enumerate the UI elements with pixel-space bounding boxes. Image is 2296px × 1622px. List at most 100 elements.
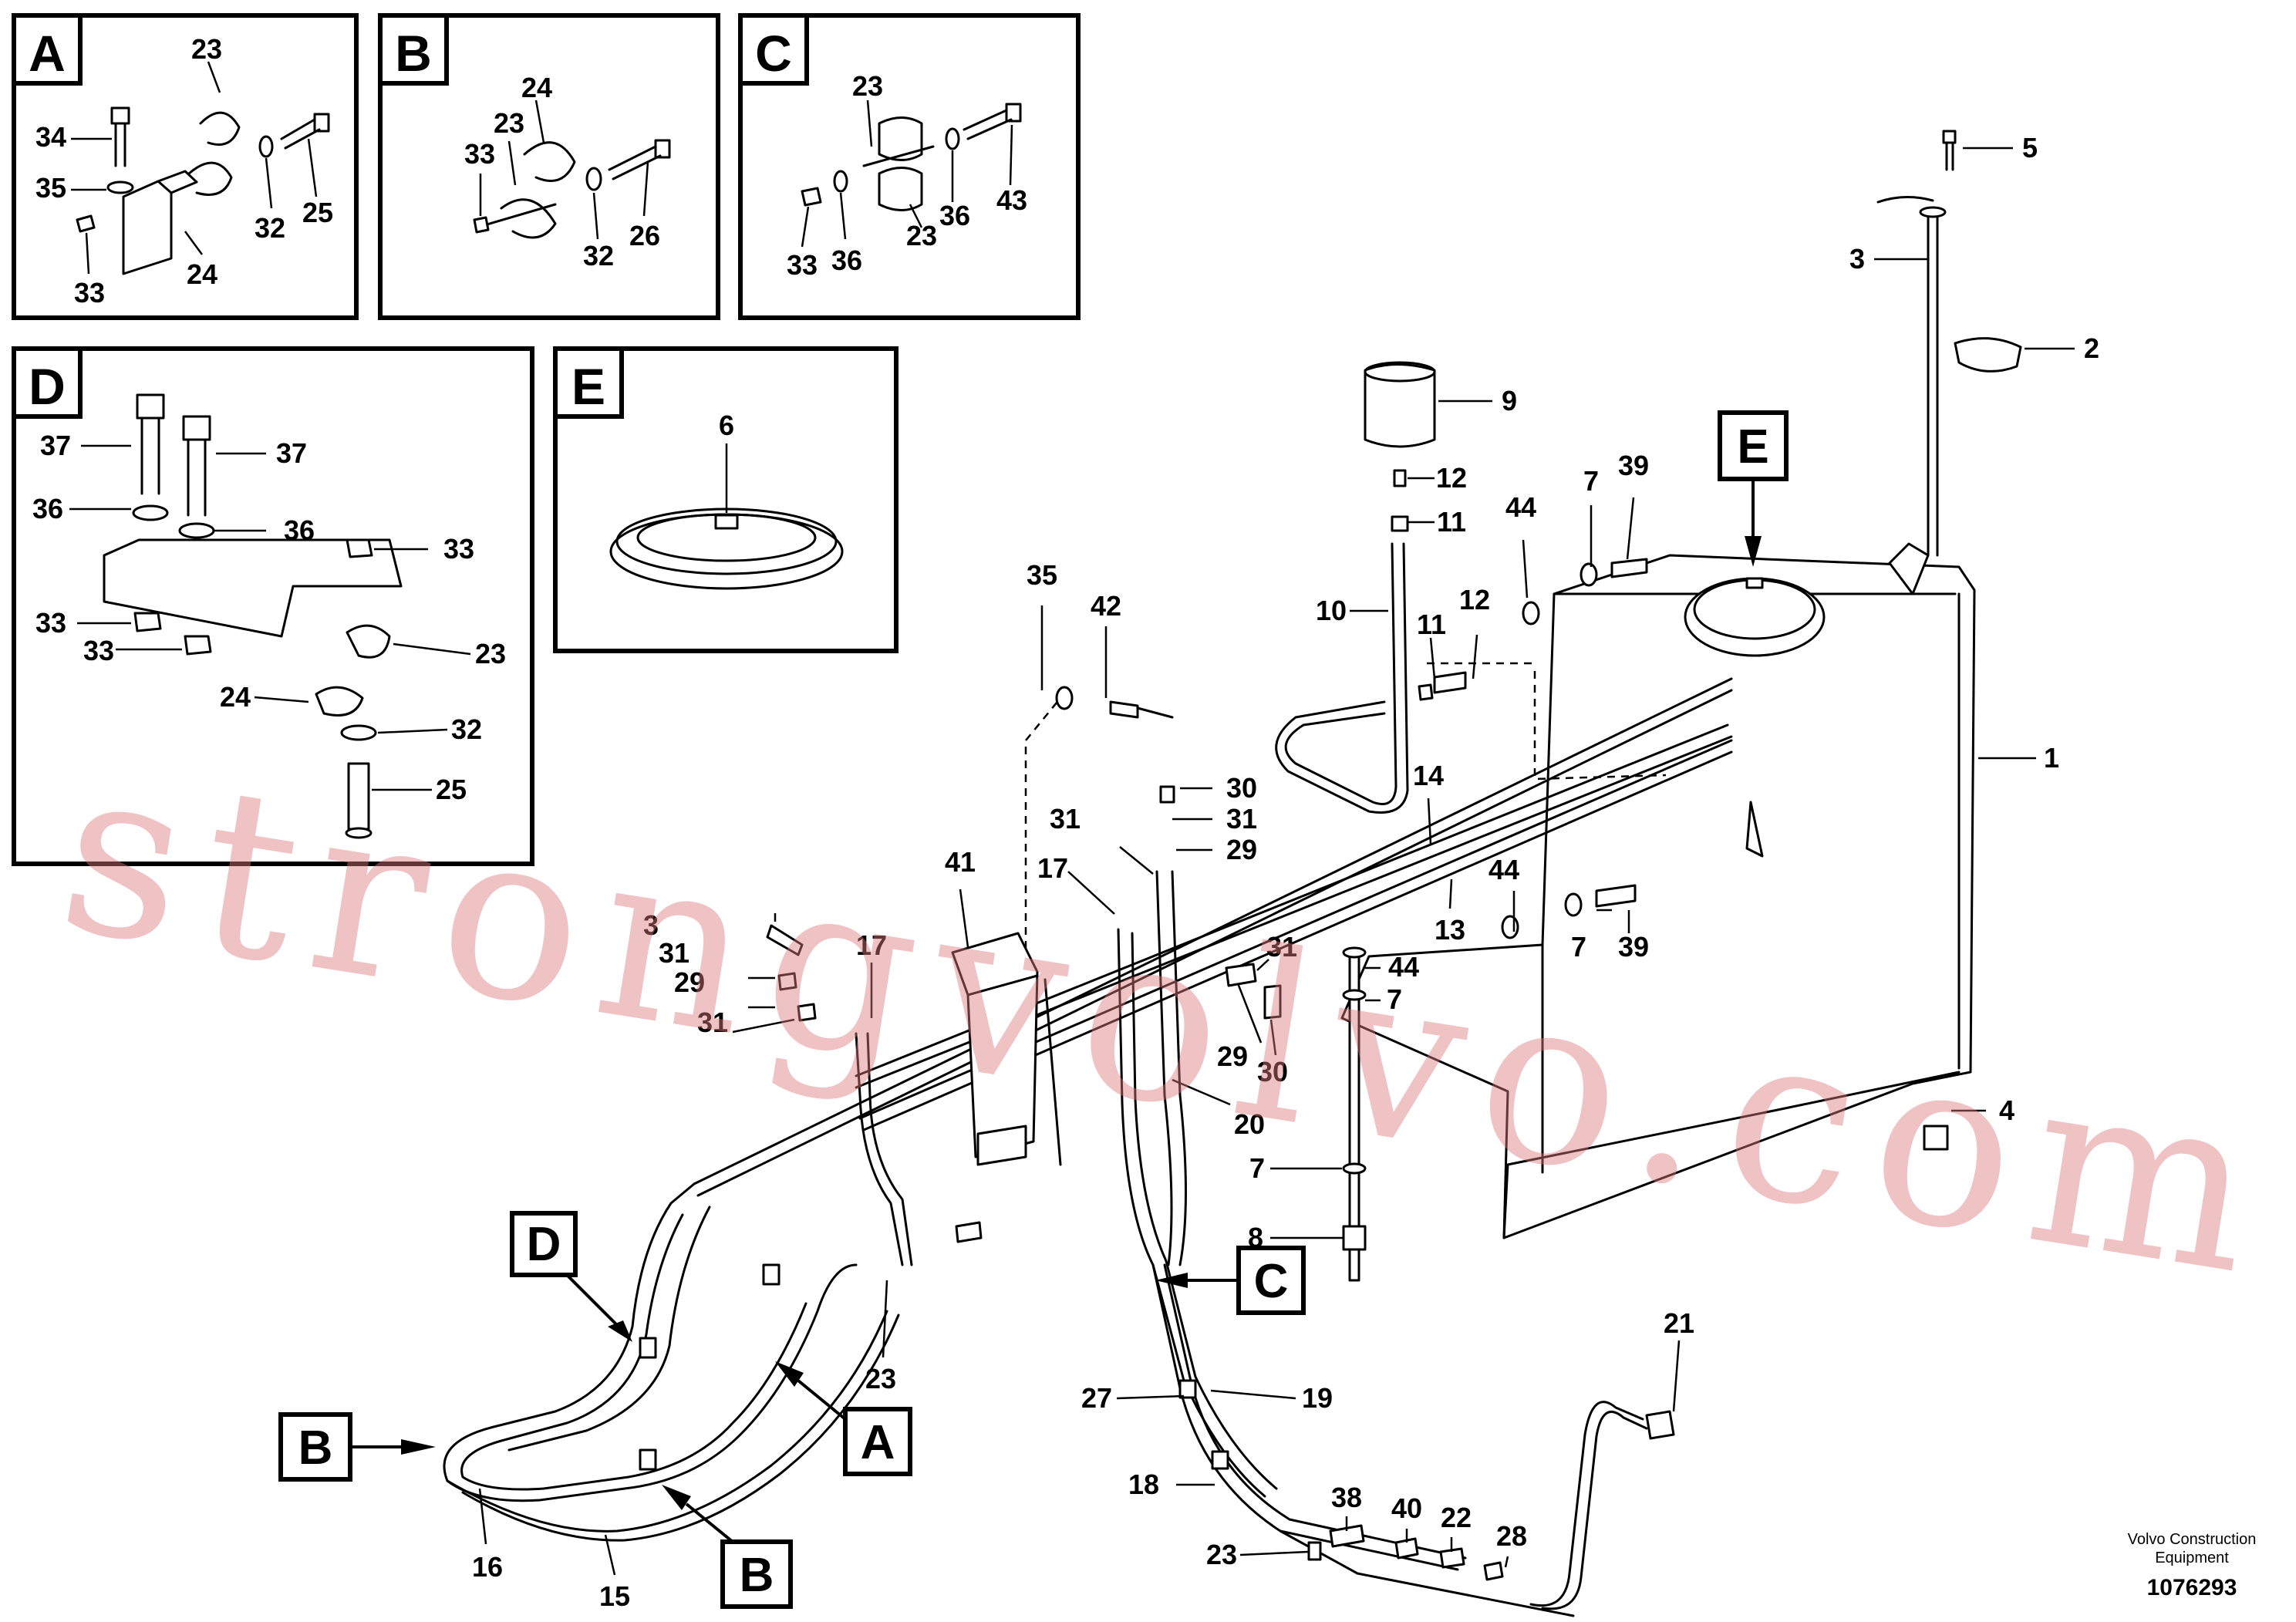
detail-letter-b: B [395,25,432,82]
label-28: 28 [1496,1520,1527,1552]
detail-box-a: A 23 34 35 33 24 32 25 [12,13,359,320]
label-d-33b: 33 [35,607,66,639]
label-23a: 23 [865,1363,896,1394]
label-a-35: 35 [35,172,66,204]
label-d-25: 25 [436,774,467,805]
publisher-line1: Volvo Construction [2128,1531,2257,1548]
label-42: 42 [1091,590,1121,622]
label-41: 41 [945,846,976,878]
label-22: 22 [1441,1502,1472,1533]
callout-letter-e: E [1737,420,1768,474]
label-3b: 3 [643,909,659,941]
label-23b: 23 [1206,1539,1237,1570]
label-21: 21 [1664,1307,1694,1339]
label-c-43: 43 [996,184,1027,216]
label-2: 2 [2084,332,2099,364]
label-b-23: 23 [494,107,524,139]
callout-e [1718,410,1789,481]
drawing-number: 1076293 [2147,1575,2237,1600]
label-31a: 31 [1050,803,1081,835]
label-d-33c: 33 [83,635,114,666]
detail-box-e: E 6 [553,346,899,653]
label-d-24: 24 [220,681,251,713]
label-20: 20 [1234,1108,1265,1140]
label-a-25: 25 [302,197,333,228]
label-31b: 31 [1226,803,1257,835]
detail-tag-c [738,13,809,86]
main-labels: 5 3 2 9 12 11 10 7 39 44 12 11 1 35 42 1… [472,132,2099,1612]
label-a-32: 32 [255,212,285,244]
label-29b: 29 [674,966,705,998]
label-a-24: 24 [187,258,217,290]
callout-letter-c: C [1254,1255,1289,1308]
label-1: 1 [2044,742,2059,774]
label-39a: 39 [1618,450,1649,481]
label-b-33: 33 [464,138,495,170]
label-a-34: 34 [35,121,66,153]
label-17b: 17 [856,929,887,961]
label-a-23: 23 [191,33,222,65]
detail-letter-c: C [755,25,792,82]
label-d-36b: 36 [284,514,315,546]
label-30a: 30 [1226,772,1257,804]
callout-b-bottom [720,1539,793,1609]
label-c-36a: 36 [831,244,862,276]
label-5: 5 [2022,132,2038,164]
detail-letter-d: D [29,358,66,415]
label-31c: 31 [659,937,689,969]
label-12a: 12 [1436,462,1467,494]
label-d-37b: 37 [276,437,307,469]
label-40: 40 [1391,1492,1422,1524]
callout-tags: E D C B A B [278,410,1789,1609]
label-d-32: 32 [451,713,482,745]
main-assembly [443,130,2022,1617]
callout-letter-b-bottom: B [740,1549,774,1602]
detail-tag-b [378,13,449,86]
label-31d: 31 [697,1007,728,1038]
label-c-33: 33 [787,249,818,281]
callout-letter-b-left: B [298,1421,333,1475]
label-27: 27 [1081,1382,1112,1414]
label-7c: 7 [1387,983,1402,1015]
label-13: 13 [1435,914,1465,946]
label-18: 18 [1128,1469,1159,1500]
label-44a: 44 [1505,491,1536,523]
label-b-26: 26 [629,220,660,251]
callout-letter-d: D [527,1218,561,1271]
label-c-36b: 36 [939,200,970,231]
callout-a [843,1407,912,1476]
label-38: 38 [1331,1482,1362,1513]
callout-b-left [278,1412,352,1482]
detail-frame-b [378,13,720,320]
label-30b: 30 [1257,1056,1288,1088]
label-19: 19 [1302,1382,1333,1414]
label-c-23b: 23 [906,220,937,251]
publisher-block: Volvo Construction Equipment 1076293 [2128,1531,2257,1600]
label-d-37a: 37 [40,430,71,461]
detail-frame-c [738,13,1081,320]
publisher-line2: Equipment [2155,1549,2229,1566]
label-e-6: 6 [719,410,734,441]
detail-frame-e [553,346,899,653]
label-9: 9 [1502,385,1517,416]
label-7b: 7 [1571,931,1586,963]
label-29c: 29 [1217,1040,1248,1072]
label-31e: 31 [1266,931,1297,963]
detail-box-d: D 37 37 36 36 3 [12,346,534,866]
label-d-23: 23 [475,638,506,669]
callout-d [510,1211,578,1277]
label-4: 4 [1999,1094,2014,1126]
label-17a: 17 [1037,852,1068,884]
detail-tag-d [12,346,83,419]
detail-frame-a [12,13,359,320]
label-12b: 12 [1459,584,1490,615]
label-3: 3 [1849,243,1865,275]
label-b-24: 24 [521,72,552,103]
label-7a: 7 [1583,465,1599,497]
detail-letter-a: A [29,25,66,82]
label-29a: 29 [1226,834,1257,865]
label-16: 16 [472,1551,503,1583]
label-44b: 44 [1489,854,1519,885]
label-a-33: 33 [74,277,105,309]
